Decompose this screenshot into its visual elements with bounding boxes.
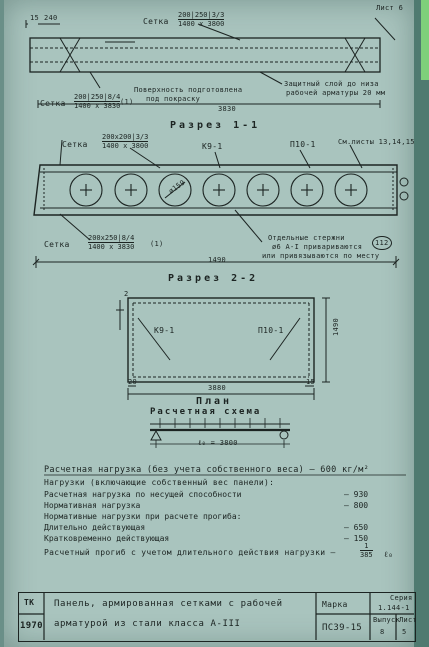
tb-name-1: Панель, армированная сетками с рабочей	[54, 599, 283, 609]
load-row-label: Нормативные нагрузки при расчете прогиба…	[44, 512, 242, 521]
plan-dim-left: 20	[128, 378, 138, 386]
mesh-bottom-label: Сетка	[40, 99, 66, 108]
sec1-p10: П10-1	[290, 140, 316, 149]
loads-sub: Нагрузки (включающие собственный вес пан…	[44, 478, 275, 487]
sec1-mesh2-spec-top: 200х250|8/4	[88, 234, 135, 243]
sec1-mesh2-spec-bottom: 1400 х 3830	[88, 243, 135, 251]
load-row-value: — 800	[344, 501, 369, 510]
calc-title: Расчетная схема	[150, 407, 262, 417]
load-row-value: — 650	[344, 523, 369, 532]
page-edge-highlight	[421, 0, 429, 80]
protect-note-1: Защитный слой до низа	[284, 80, 379, 88]
tb-series-value: 1.144-1	[378, 604, 410, 612]
deflection-fraction: 1 385	[360, 542, 373, 559]
sec1-width: 1490	[208, 256, 227, 264]
plan-k9: К9-1	[154, 326, 175, 335]
plan-p10: П10-1	[258, 326, 284, 335]
section-2-title: Разрез 2-2	[168, 273, 259, 284]
sec1-mesh2-label: Сетка	[44, 240, 70, 249]
sec1-mesh-spec-top: 200х200|3/3	[102, 133, 149, 142]
dim-left: 15	[30, 14, 40, 22]
load-row-label: Кратковременно действующая	[44, 534, 170, 543]
plan-dim-len: 3880	[208, 384, 227, 392]
sec1-mesh-spec-bottom: 1400 х 3800	[102, 142, 149, 150]
mesh-bottom-spec: 200|250|8/4 1400 х 3830	[74, 93, 121, 110]
sec1-mesh-label: Сетка	[62, 140, 88, 149]
mesh-bottom-spec-bottom: 1400 х 3830	[74, 102, 121, 110]
sec1-k9: К9-1	[202, 142, 223, 151]
load-row-value: — 930	[344, 490, 369, 499]
sheet-marker: Лист 6	[376, 4, 404, 12]
title-block	[18, 592, 416, 642]
sec1-see-sheets: См.листы 13,14,15	[338, 138, 415, 146]
protect-note-2: рабочей арматуры 20 мм	[286, 89, 386, 97]
tb-year: 1970	[20, 621, 43, 631]
mesh-bottom-spec-top: 200|250|8/4	[74, 93, 121, 102]
loads-head: Расчетная нагрузка (без учета собственно…	[44, 465, 370, 475]
surface-note-2: под покраску	[146, 95, 201, 103]
tb-mark-label: Марка	[322, 600, 348, 609]
tb-name-2: арматурой из стали класса А-III	[54, 619, 241, 629]
load-row-label: Расчетная нагрузка по несущей способност…	[44, 490, 242, 499]
deflection-label: Расчетный прогиб с учетом длительного де…	[44, 548, 336, 557]
mesh-top-spec-top: 200|250|3/3	[178, 11, 225, 20]
sec1-bars-note-2: ø6 А-I привариваются	[272, 243, 363, 251]
tb-issue-value: 8	[380, 628, 385, 636]
tb-series-label: Серия	[390, 594, 413, 602]
plan-title: План	[196, 396, 233, 407]
mesh-top-spec-bottom: 1400 х 3800	[178, 20, 225, 28]
load-row-label: Нормативная нагрузка	[44, 501, 141, 510]
plan-dim-right: 15	[306, 378, 316, 386]
sec1-mesh2-note: (1)	[150, 240, 164, 248]
tb-issue-label: Выпуск	[373, 616, 401, 624]
dim-cover: 240	[44, 14, 58, 22]
mesh-top-label: Сетка	[143, 17, 169, 26]
sec1-bars-badge: 112	[372, 236, 392, 250]
tb-mark-value: ПС39-15	[322, 623, 363, 633]
deflection-den: 385	[360, 551, 373, 559]
tb-sheet-value: 5	[402, 628, 407, 636]
dim-3830: 3830	[218, 105, 237, 113]
mesh-bottom-note: (1)	[120, 98, 134, 106]
plan-dim-top: 2	[124, 290, 129, 298]
sec1-mesh2-spec: 200х250|8/4 1400 х 3830	[88, 234, 135, 251]
sec1-bars-note-1: Отдельные стержни	[268, 234, 345, 242]
mesh-top-spec: 200|250|3/3 1400 х 3800	[178, 11, 225, 28]
sec1-mesh-spec: 200х200|3/3 1400 х 3800	[102, 133, 149, 150]
deflection-num: 1	[360, 542, 373, 551]
section-1-title: Разрез 1-1	[170, 120, 261, 131]
page-edge	[414, 0, 429, 647]
deflection-var: ℓ₀	[384, 550, 394, 559]
drawing-sheet	[4, 0, 414, 647]
calc-span: ℓ₀ = 3800	[198, 439, 238, 447]
sec1-bars-note-3: или привязываются по месту	[262, 252, 380, 260]
tb-tk: ТК	[24, 598, 35, 607]
surface-note-1: Поверхность подготовлена	[134, 86, 243, 94]
load-row-value: — 150	[344, 534, 369, 543]
load-row-label: Длительно действующая	[44, 523, 146, 532]
tb-sheet-label: Лист	[399, 616, 418, 624]
